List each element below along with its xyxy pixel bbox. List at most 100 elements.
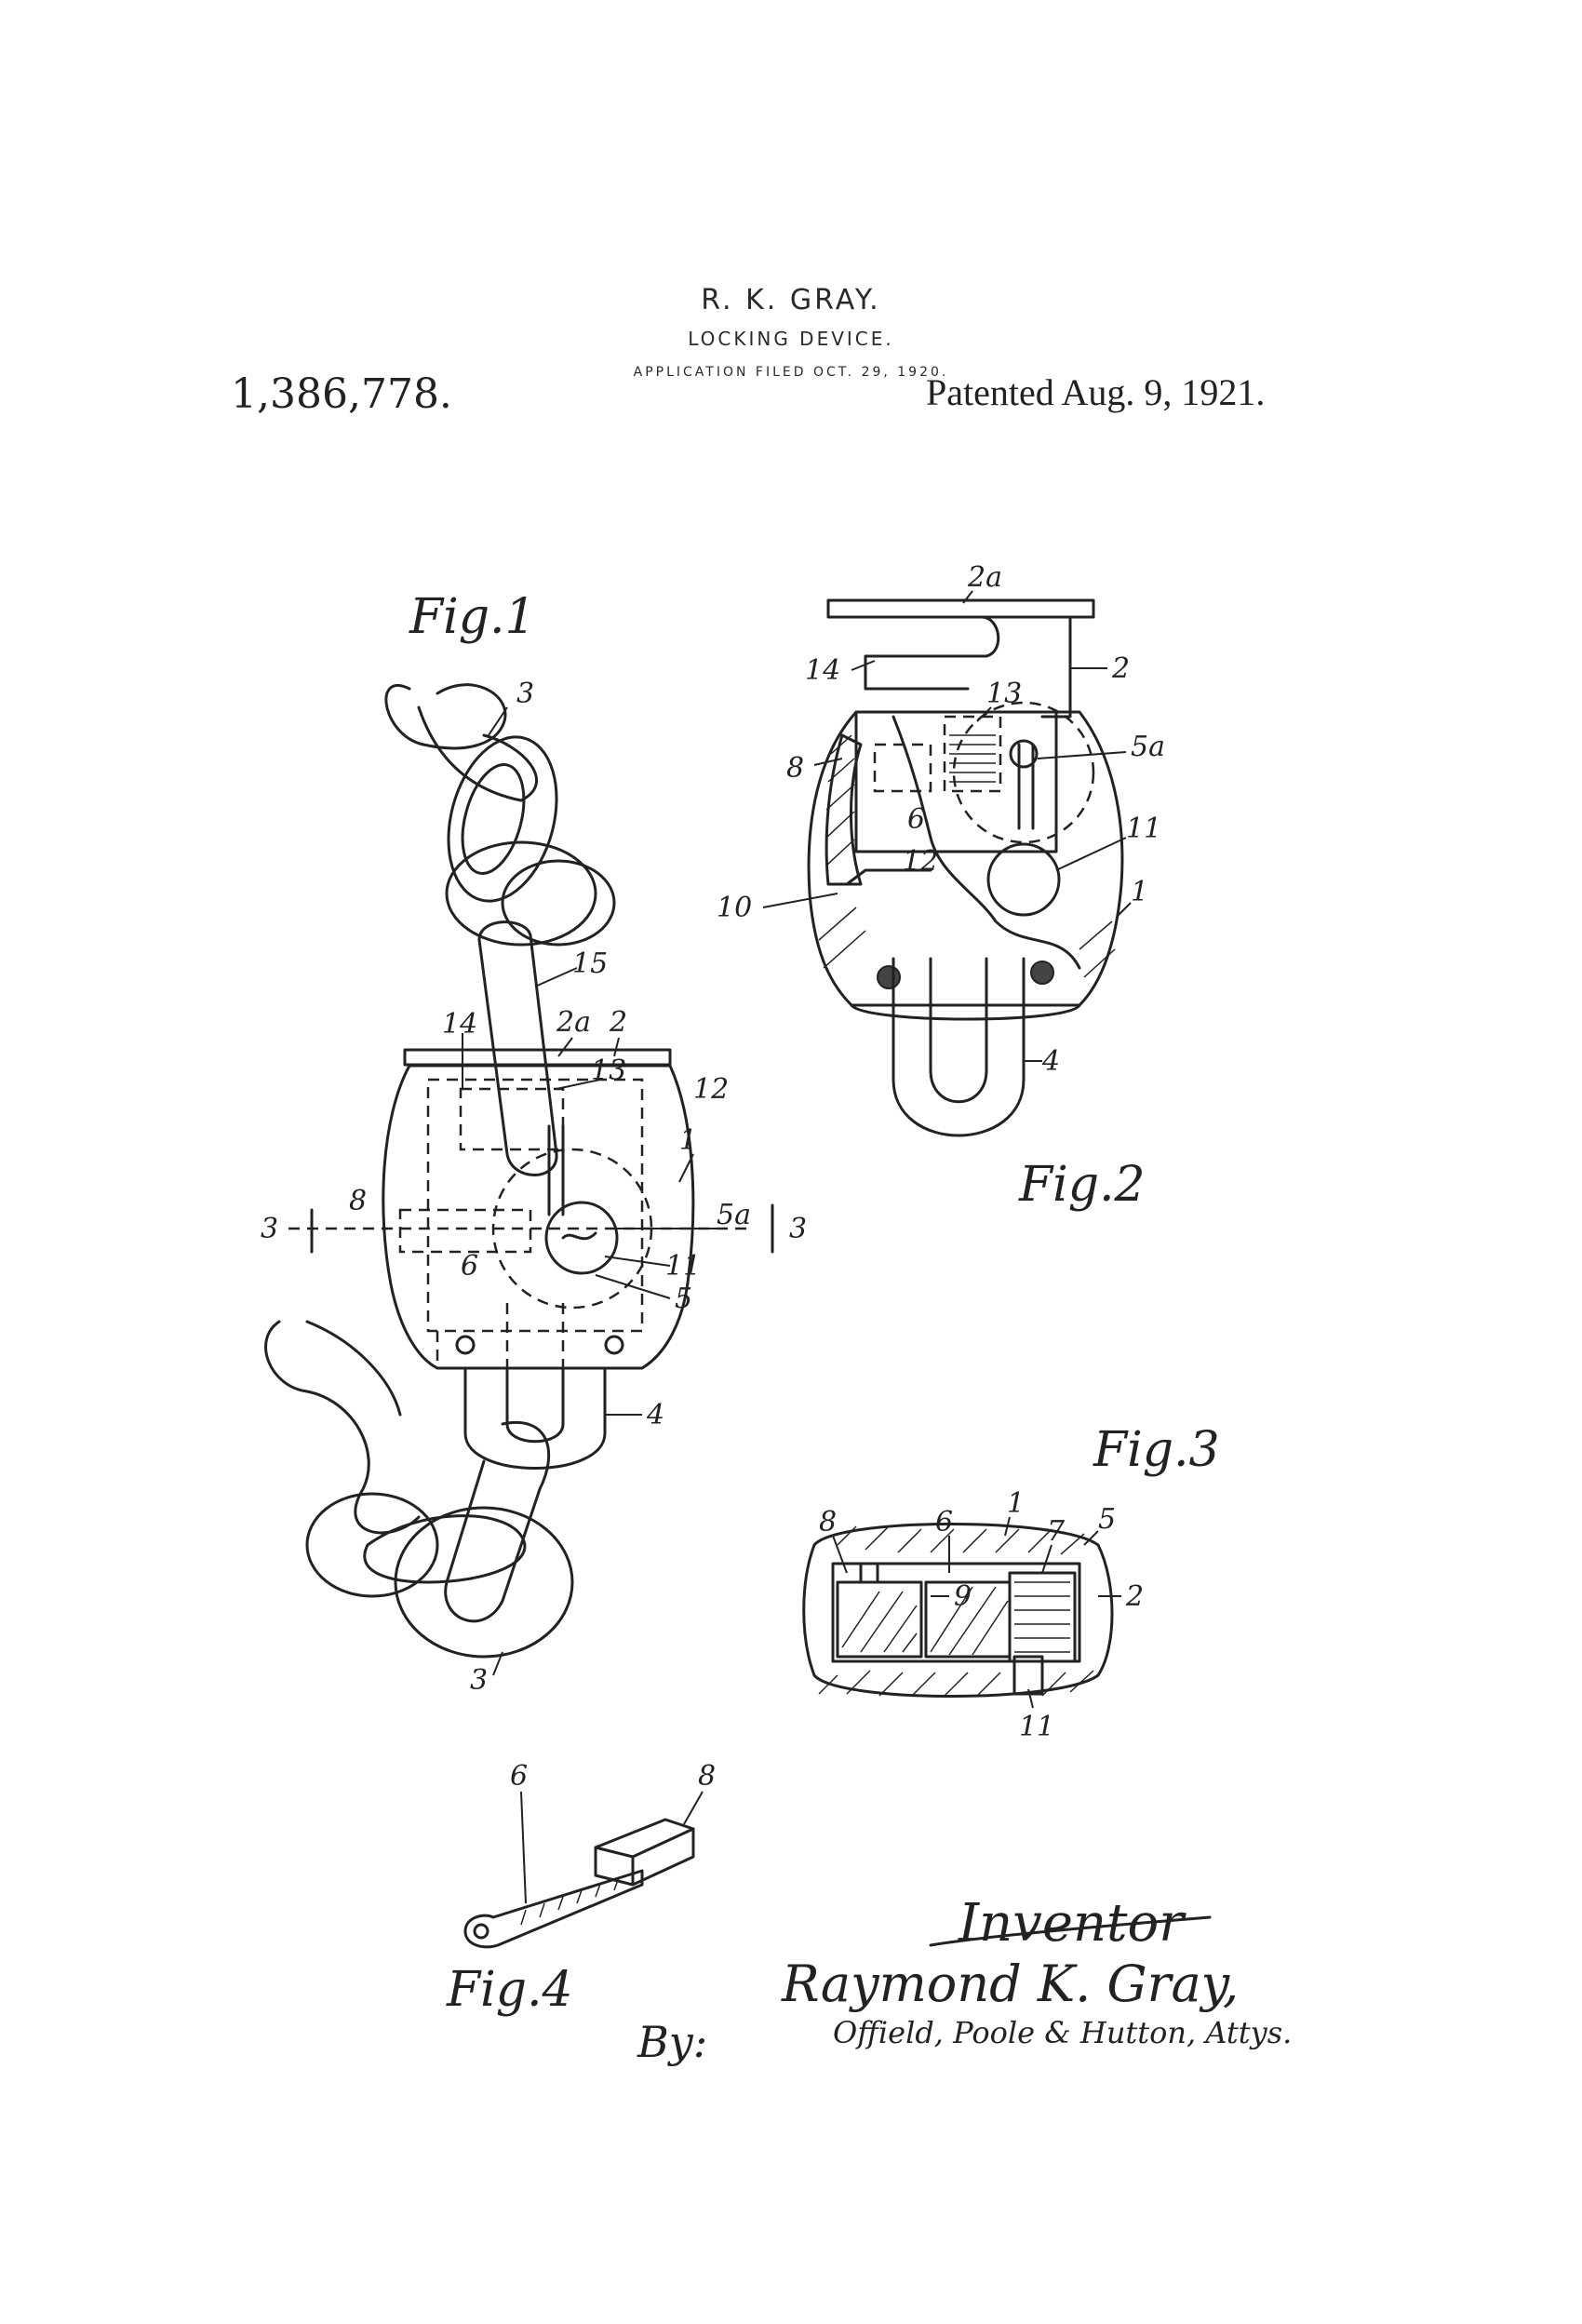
fig1-keyhole-11 (544, 1201, 619, 1275)
fig3-title: Fig.3 (1093, 1422, 1220, 1478)
fig1-label-14: 14 (442, 1008, 477, 1041)
by-label: By: (637, 2017, 707, 2067)
fig1-chain-link (447, 735, 558, 903)
fig2-label-2: 2 (1111, 652, 1130, 685)
fig4-bolt-edge (631, 1827, 695, 1859)
fig4-pivot-hole (473, 1923, 489, 1940)
fig1-label-3: 3 (516, 678, 534, 710)
fig4-title: Fig.4 (446, 1962, 573, 2018)
fig2-keyhole-11 (986, 842, 1061, 917)
fig3-label-1: 1 (1007, 1487, 1025, 1520)
fig1-rivet (455, 1335, 476, 1355)
fig3-label-8: 8 (819, 1506, 837, 1538)
fig4-bolt-edge (594, 1846, 635, 1859)
fig1-leader (595, 1274, 671, 1299)
fig1-leader (556, 1079, 601, 1090)
fig1-label-2: 2 (609, 1006, 627, 1039)
fig2-top-plate (826, 598, 1095, 619)
fig2-rivet (1030, 960, 1054, 985)
fig2-leader (1037, 751, 1127, 759)
fig2-wall-hatch (818, 734, 1116, 978)
fig3-outer-hatch (818, 1525, 1094, 1697)
fig2-label-12: 12 (903, 845, 938, 878)
fig1-label-3-bottom: 3 (470, 1664, 488, 1697)
fig2-label-2a: 2a (967, 561, 1002, 594)
fig1-chain-link (394, 1506, 574, 1659)
fig1-label-1: 1 (679, 1124, 697, 1157)
fig4-lever-hatch (520, 1876, 620, 1926)
fig1-title: Fig.1 (409, 589, 536, 645)
fig3-leader (1004, 1516, 1011, 1537)
fig1-label-5: 5 (675, 1283, 692, 1315)
fig1-label-3-right: 3 (789, 1213, 807, 1245)
inventor-name: R. K. GRAY. (701, 284, 881, 316)
fig3-keyhole-11 (1012, 1655, 1044, 1696)
fig4-bolt-8 (594, 1818, 695, 1887)
signature-flourish (929, 1915, 1212, 1947)
fig1-label-13: 13 (591, 1055, 626, 1087)
fig1-chain-link (501, 859, 616, 947)
fig4-label-8: 8 (698, 1760, 716, 1793)
fig2-block-13 (943, 715, 1002, 793)
fig1-label-12: 12 (693, 1073, 729, 1106)
fig1-chain-link (445, 840, 597, 947)
fig3-label-2: 2 (1125, 1580, 1144, 1613)
fig3-leader (1041, 1544, 1052, 1574)
fig2-label-14: 14 (805, 654, 840, 687)
fig1-label-2a: 2a (556, 1006, 591, 1039)
fig2-break-line (892, 715, 1081, 970)
fig3-label-5: 5 (1098, 1503, 1116, 1536)
fig1-slot-14 (459, 1087, 565, 1151)
fig4-label-6: 6 (510, 1760, 528, 1793)
figure-1: Fig.1 (261, 589, 807, 1697)
fig3-section-outline (802, 1523, 1114, 1698)
fig2-u-shackle-inner (929, 957, 988, 1104)
fig4-lever-6 (463, 1869, 644, 1949)
fig2-pin-5a (1009, 739, 1039, 769)
fig2-leader (1116, 902, 1132, 918)
fig3-label-11: 11 (1019, 1711, 1054, 1743)
attorneys-signature: Offield, Poole & Hutton, Attys. (833, 2015, 1292, 2050)
figure-3: Fig.3 (802, 1422, 1220, 1743)
patented-date: Patented Aug. 9, 1921. (926, 371, 1266, 413)
fig2-ledge-10 (845, 868, 932, 886)
fig1-chain-link (417, 705, 538, 802)
fig1-label-8: 8 (349, 1185, 367, 1217)
fig1-leader (678, 1153, 694, 1183)
fig3-leader (1027, 1688, 1034, 1709)
fig2-label-4: 4 (1041, 1045, 1060, 1078)
fig3-notch (859, 1562, 879, 1584)
fig1-label-6: 6 (461, 1250, 478, 1283)
application-filed: APPLICATION FILED OCT. 29, 1920. (633, 365, 949, 380)
fig2-label-6: 6 (907, 803, 925, 836)
fig1-leader (613, 1037, 620, 1057)
fig3-leader (832, 1535, 848, 1574)
fig2-rivet (877, 965, 901, 989)
fig3-label-6: 6 (935, 1506, 953, 1538)
fig1-chain-link (305, 1492, 439, 1598)
fig2-leader (976, 706, 992, 722)
fig2-bolt-8 (873, 743, 932, 793)
figure-2: 2a 14 2 13 8 5a 6 12 11 10 1 4 Fig.2 (717, 561, 1165, 1213)
fig2-label-5a: 5a (1131, 731, 1165, 763)
fig1-label-4: 4 (646, 1399, 664, 1431)
fig1-chain-link (444, 1421, 551, 1623)
fig1-chain-link-inner (461, 763, 526, 875)
fig1-chain-link (305, 1320, 402, 1417)
fig3-label-9: 9 (954, 1580, 972, 1613)
fig3-label-7: 7 (1047, 1515, 1066, 1548)
fig1-leader (534, 967, 578, 987)
fig3-bolt-8 (836, 1580, 923, 1659)
fig1-label-15: 15 (572, 947, 608, 980)
fig1-label-5a: 5a (717, 1199, 751, 1231)
fig1-chain-link (363, 1514, 527, 1584)
fig2-leader (813, 758, 843, 766)
fig1-leader (604, 1256, 671, 1267)
fig4-leader (520, 1791, 527, 1904)
fig2-bolt-2 (1040, 615, 1072, 719)
fig2-leader (762, 893, 838, 908)
fig2-block-hatch (949, 734, 996, 783)
fig2-label-10: 10 (717, 892, 752, 924)
fig1-u-shackle (463, 1366, 607, 1470)
